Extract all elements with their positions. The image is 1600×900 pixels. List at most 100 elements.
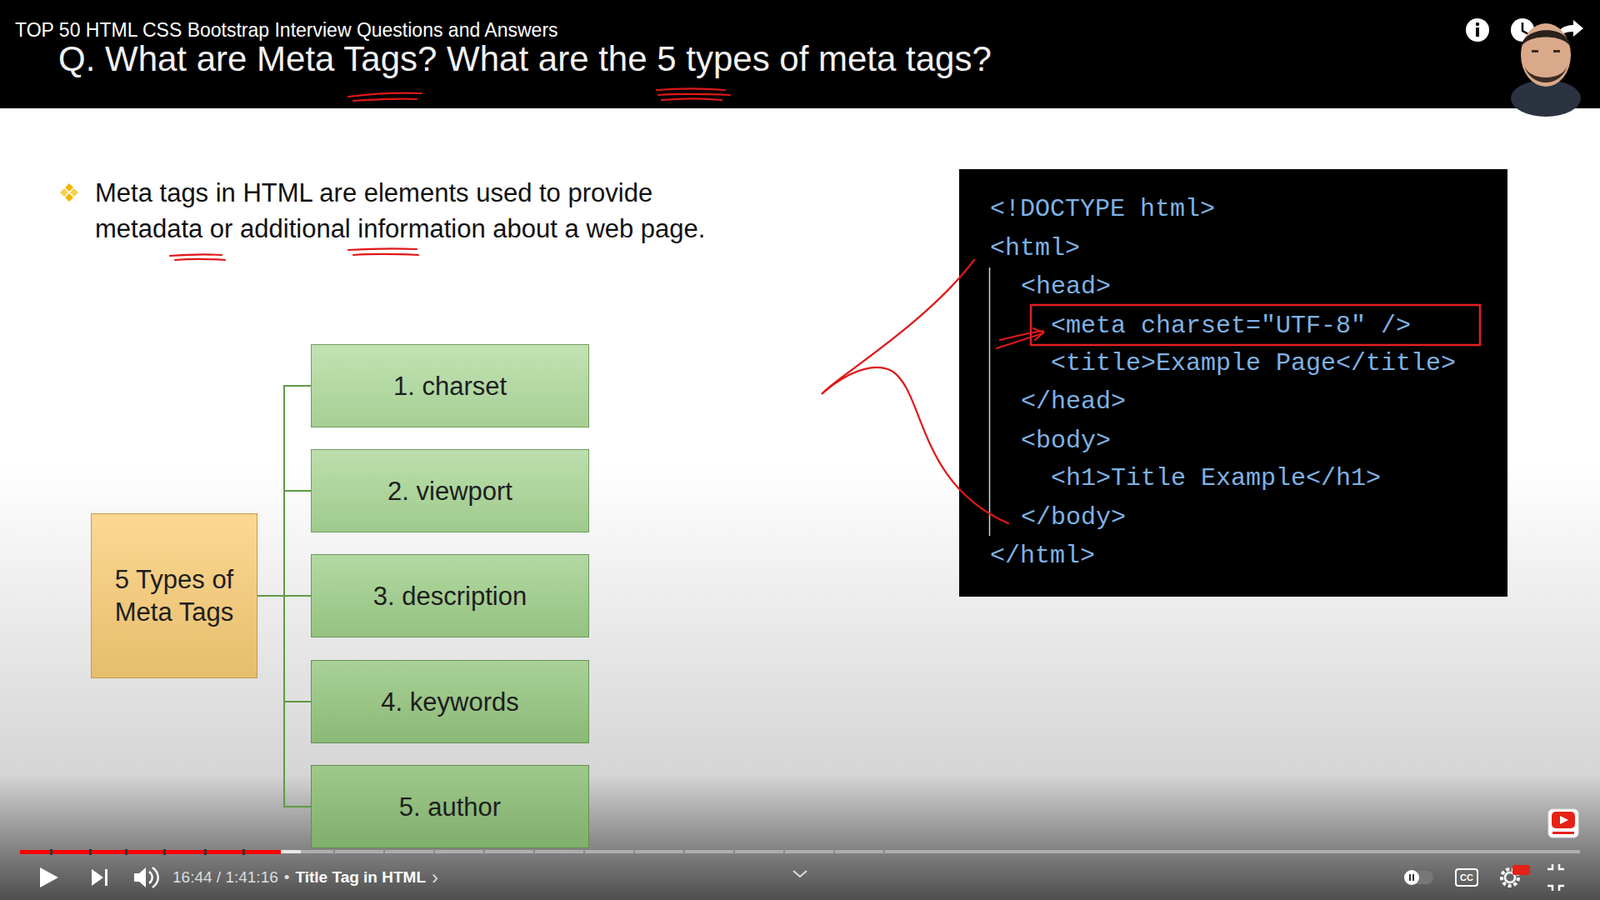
pen-annotation [348,248,417,250]
pen-annotation [170,254,222,256]
subscribe-logo [1560,815,1569,825]
chapter-info: 16:44 / 1:41:16 • Title Tag in HTML › [172,866,439,889]
control-icons [1505,872,1515,883]
progress-bar [20,850,281,855]
pen-annotation [353,99,417,101]
progress-bar [280,850,301,854]
node-label: 3. description [373,580,527,613]
code-line: </html> [990,540,1095,571]
video-title: TOP 50 HTML CSS Bootstrap Interview Ques… [15,18,559,42]
progress-bar [683,849,685,855]
code-line: <!DOCTYPE html> [990,194,1215,225]
presenter-avatar [1520,23,1571,87]
bullet-icon [70,188,79,197]
player-icons [1465,18,1490,42]
separator-dot: • [284,868,290,887]
captions-icon-text: CC [1455,870,1478,885]
node-label: 2. viewport [387,475,513,508]
hd-badge-text: HD [1512,865,1530,875]
tree-connector [257,595,311,807]
progress-bar [50,849,53,855]
progress-bar [833,849,835,855]
type-box: 1. charset [310,344,590,428]
progress-bar [204,849,207,855]
presenter-avatar [1510,23,1581,117]
code-line: <h1>Title Example</h1> [1050,463,1381,494]
code-panel [959,169,1508,597]
progress-bar [533,849,535,855]
control-icons [1412,874,1415,881]
progress-bar [333,849,335,855]
code-line: </head> [1020,386,1126,417]
title-bar [0,0,1600,109]
subscribe-logo [1551,811,1575,829]
presenter-avatar [1520,30,1571,49]
time-display: 16:44 / 1:41:16 [172,868,279,887]
subscribe-logo [1548,809,1579,838]
progress-bar [242,849,245,855]
control-icons [793,870,807,877]
node-label: 5 Types of Meta Tags [100,563,248,629]
tree-connector [257,385,311,596]
slide-question: Q. What are Meta Tags? What are the 5 ty… [58,38,992,80]
progress-bar [163,849,166,855]
player-shade [0,775,1600,900]
title-bar [0,0,1600,109]
code-line: <title>Example Page</title> [1050,348,1456,379]
control-icons [152,867,159,888]
root-box: 5 Types of Meta Tags [90,513,258,679]
presenter-avatar [1531,50,1539,53]
code-line: <meta charset="UTF-8" /> [1050,310,1411,341]
pen-annotation [1033,328,1044,340]
control-icons [40,864,1565,891]
pen-annotation [348,93,422,97]
pen-annotation [658,94,730,95]
code-panel [989,267,991,536]
chapter-title: Title Tag in HTML [295,868,426,887]
progress-bar [633,849,635,855]
control-icons [134,867,146,888]
tree-connector [257,490,311,596]
control-icons [1404,870,1420,885]
type-box: 3. description [310,554,590,638]
player-icons [1475,27,1480,37]
progress-bar [89,849,92,855]
node-label: 5. author [399,790,501,824]
control-icons [1409,874,1411,881]
pen-annotation [353,254,419,255]
control-icons [1501,869,1519,886]
progress-bar [583,849,585,855]
player-shade [0,775,1600,900]
progress-bar [383,849,385,855]
control-icons [40,867,59,888]
slide-background [0,108,1600,900]
presenter-avatar [1553,50,1560,53]
progress-bar [20,850,1580,854]
code-line: <body> [1020,425,1111,456]
control-icons [91,869,104,886]
bullet-icon [60,183,79,202]
bullet-icon [60,188,69,197]
progress-bar [733,849,735,855]
control-icons [1455,869,1478,886]
code-line: <head> [1020,271,1111,302]
pen-annotation [170,89,1044,525]
subscribe-logo [1552,831,1575,835]
pen-annotation [661,99,722,101]
progress-bar [783,849,785,855]
code-line: </body> [1020,502,1126,533]
progress-bar [433,849,435,855]
subscribe-logo [1548,809,1579,838]
code-panel [959,169,1508,597]
control-icons [1512,865,1530,875]
pen-annotation [821,260,1009,524]
progress-bar [883,849,885,855]
type-box: 2. viewport [310,449,590,533]
chapter-chevron: › [431,865,439,890]
control-icons [1547,864,1565,891]
control-icons [105,869,108,886]
